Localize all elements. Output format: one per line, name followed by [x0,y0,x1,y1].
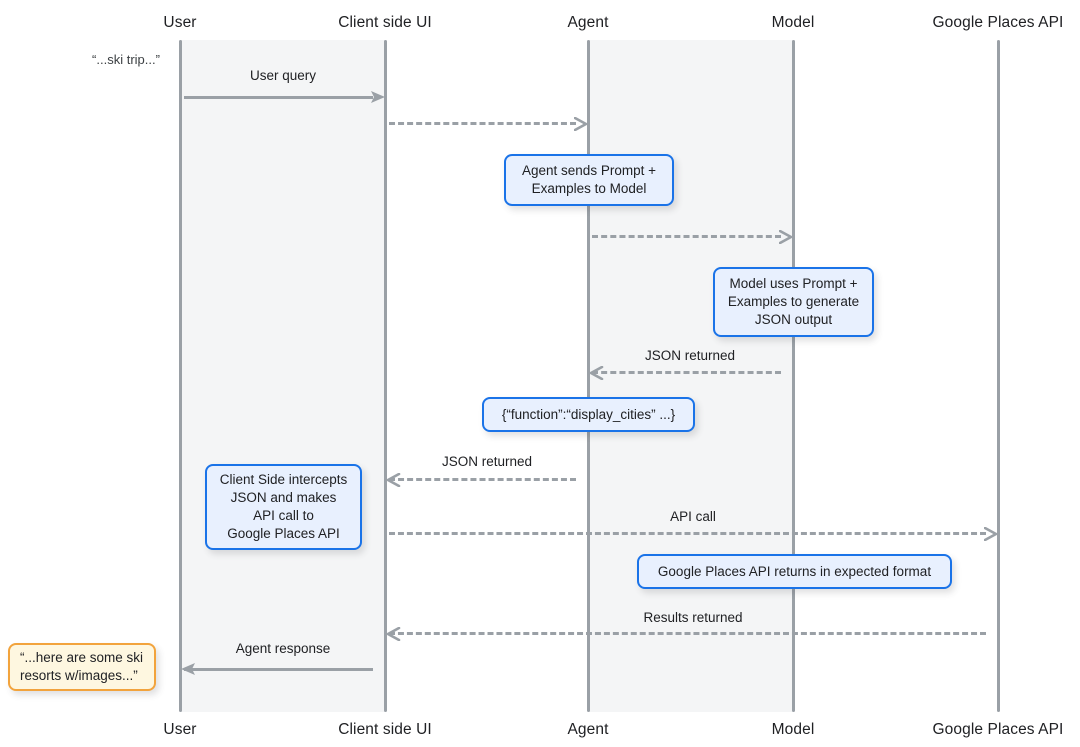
note-places-returns: Google Places API returns in expected fo… [637,554,952,589]
message-arrowhead-api-call [984,527,998,541]
side-note-user-query-quote: “...ski trip...” [92,52,160,67]
note-agent-sends-prompt: Agent sends Prompt + Examples to Model [504,154,674,206]
message-line-model-json-returned [592,371,781,374]
message-label-agent-json-returned: JSON returned [441,454,533,469]
message-line-agent-json-returned [389,478,576,481]
message-label-api-call: API call [670,509,716,524]
lifeline-model [791,40,795,712]
actor-footer-model: Model [771,721,815,738]
actor-footer-user: User [163,721,197,738]
note-model-uses-prompt: Model uses Prompt + Examples to generate… [713,267,874,337]
message-line-agent-to-model [592,235,781,238]
actor-header-agent: Agent [567,14,609,31]
actor-footer-places: Google Places API [932,721,1064,738]
actor-footer-client: Client side UI [338,721,432,738]
message-label-results-returned: Results returned [643,610,743,625]
lifeline-user [178,40,182,712]
lifeline-agent [586,40,590,712]
message-line-user-query [184,96,373,99]
actor-header-user: User [163,14,197,31]
message-arrowhead-results-returned [386,627,401,641]
note-function-json: {“function”:“display_cities” ...} [482,397,695,432]
message-label-agent-response: Agent response [235,641,331,656]
message-label-model-json-returned: JSON returned [644,348,736,363]
message-line-client-to-agent [389,122,576,125]
band-agent-model [588,40,793,712]
band-user-client [180,40,385,712]
message-arrowhead-model-json-returned [589,366,604,380]
message-line-api-call [389,532,986,535]
actor-header-client: Client side UI [338,14,432,31]
message-line-agent-response [184,668,373,671]
actor-header-places: Google Places API [932,14,1064,31]
note-client-intercepts: Client Side intercepts JSON and makes AP… [205,464,362,550]
message-label-user-query: User query [249,68,317,83]
message-arrowhead-user-query [371,91,385,105]
message-arrowhead-agent-response [181,663,195,677]
message-arrowhead-agent-to-model [779,230,793,244]
message-line-results-returned [389,632,986,635]
message-arrowhead-client-to-agent [574,117,588,131]
actor-header-model: Model [771,14,815,31]
actor-footer-agent: Agent [567,721,609,738]
note-final-user-quote: “...here are some ski resorts w/images..… [8,643,156,691]
lifeline-client [383,40,387,712]
message-arrowhead-agent-json-returned [386,473,401,487]
lifeline-places [996,40,1000,712]
